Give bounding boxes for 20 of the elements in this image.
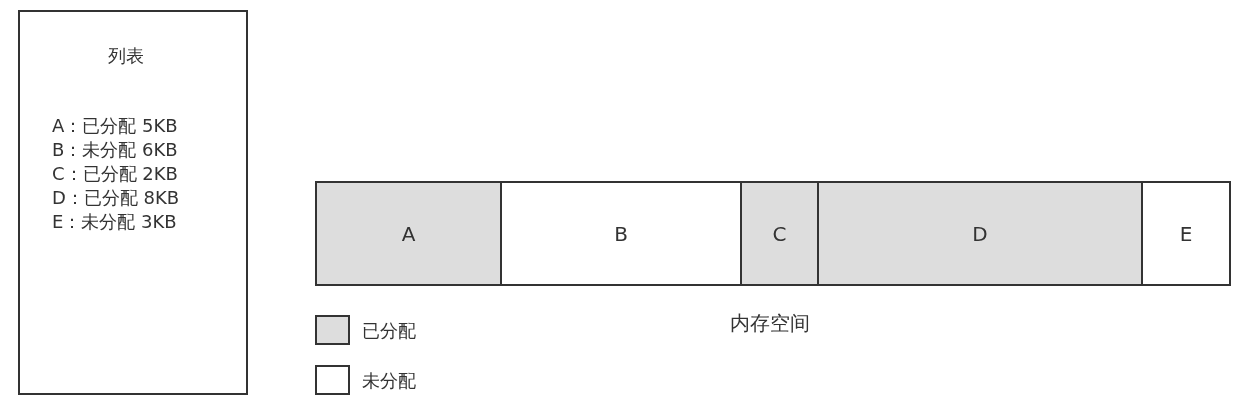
list-item: C：已分配 2KB bbox=[52, 162, 178, 186]
list-panel bbox=[18, 10, 248, 395]
memory-block bbox=[740, 181, 819, 286]
list-item: B：未分配 6KB bbox=[52, 138, 178, 162]
memory-block bbox=[315, 181, 502, 286]
list-item: D：已分配 8KB bbox=[52, 186, 180, 210]
block-label: D bbox=[972, 221, 988, 246]
block-label: E bbox=[1179, 221, 1193, 246]
legend-label: 未分配 bbox=[362, 369, 416, 393]
memory-block bbox=[1141, 181, 1231, 286]
list-title: 列表 bbox=[108, 44, 144, 68]
memory-block bbox=[500, 181, 742, 286]
memory-block bbox=[817, 181, 1143, 286]
legend-label: 已分配 bbox=[362, 319, 416, 343]
block-label: C bbox=[772, 221, 787, 246]
memory-caption: 内存空间 bbox=[730, 310, 810, 337]
block-label: A bbox=[401, 221, 416, 246]
block-label: B bbox=[614, 221, 628, 246]
list-item: E：未分配 3KB bbox=[52, 210, 177, 234]
list-item: A：已分配 5KB bbox=[52, 114, 178, 138]
